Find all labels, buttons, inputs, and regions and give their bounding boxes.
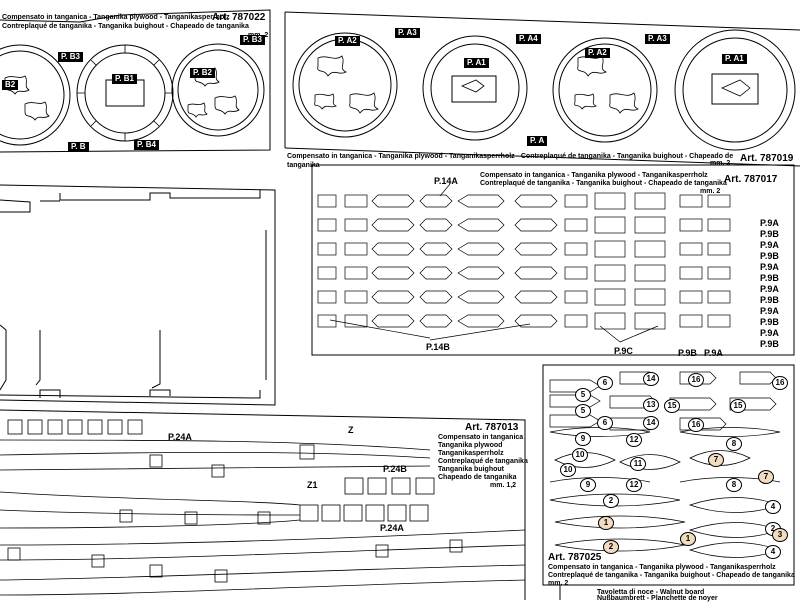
title-line: Chapeado de tanganika [438, 474, 517, 482]
part-number-marker: 14 [643, 416, 659, 430]
right-label: P.9B [760, 273, 779, 283]
art-787019: Art. 787019 [740, 153, 793, 164]
sheet-787022-title-1: Compensato in tanganica - Tanganika plyw… [2, 14, 230, 22]
right-label: P.9B [760, 295, 779, 305]
part-tag: P. A1 [722, 54, 747, 64]
part-number-marker: 2 [603, 540, 619, 554]
part-number-marker: 4 [765, 545, 781, 559]
part-number-marker: 3 [772, 528, 788, 542]
part-number-marker: 15 [664, 399, 680, 413]
part-tag: P. A1 [464, 58, 489, 68]
title-line: Tanganika plywood [438, 442, 502, 450]
label-z: Z [348, 425, 354, 435]
label-p24a-2: P.24A [380, 523, 404, 533]
label-p9a: P.9A [704, 348, 723, 358]
label-p14a: P.14A [434, 176, 458, 186]
sheet-787017-title-1: Compensato in tanganica - Tanganika plyw… [480, 172, 708, 180]
part-tag: B2 [2, 80, 18, 90]
part-tag: P. A2 [335, 36, 360, 46]
label-p14b: P.14B [426, 342, 450, 352]
part-number-marker: 14 [643, 372, 659, 386]
sheet-787017-outline [312, 165, 794, 355]
right-label: P.9B [760, 339, 779, 349]
part-number-marker: 5 [575, 388, 591, 402]
part-number-marker: 11 [630, 457, 646, 471]
right-label: P.9B [760, 317, 779, 327]
title-line: Tanganikasperrholz [438, 450, 504, 458]
part-number-marker: 15 [730, 399, 746, 413]
part-number-marker: 16 [772, 376, 788, 390]
right-label: P.9A [760, 218, 779, 228]
right-label: P.9B [760, 251, 779, 261]
part-number-marker: 9 [575, 432, 591, 446]
title-line: Tanganika buighout [438, 466, 504, 474]
part-number-marker: 13 [643, 398, 659, 412]
hull-frame-outline [0, 185, 275, 405]
part-tag: P. B2 [190, 68, 215, 78]
part-number-marker: 9 [580, 478, 596, 492]
part-number-marker: 5 [575, 404, 591, 418]
label-p24b: P.24B [383, 464, 407, 474]
sheet-787013-small-parts [8, 420, 462, 582]
part-number-marker: 6 [597, 376, 613, 390]
sheet-787017-thickness: mm. 2 [700, 188, 720, 196]
title-line: Contreplaqué de tanganika [438, 458, 528, 466]
right-label: P.9A [760, 262, 779, 272]
part-tag: P. B3 [240, 35, 265, 45]
sheet-787025-thickness: mm. 2 [548, 580, 568, 588]
part-tag: P. B [68, 142, 89, 152]
label-p9b: P.9B [678, 348, 697, 358]
part-tag: P. A [527, 136, 547, 146]
part-number-marker: 4 [765, 500, 781, 514]
part-tag: P. B1 [112, 74, 137, 84]
label-z1: Z1 [307, 480, 318, 490]
sheet-787022-title-2: Contreplaqué de tanganika - Tanganika bu… [2, 23, 249, 31]
part-number-marker: 10 [560, 463, 576, 477]
part-number-marker: 1 [680, 532, 696, 546]
part-number-marker: 16 [688, 418, 704, 432]
sheet-787017-leaders [330, 184, 658, 342]
label-p9c: P.9C [614, 346, 633, 356]
part-number-marker: 10 [572, 448, 588, 462]
part-tag: P. A3 [395, 28, 420, 38]
label-p24a: P.24A [168, 432, 192, 442]
sheet-787019-thickness: mm. 2 [710, 160, 730, 168]
right-label: P.9B [760, 229, 779, 239]
sheet-787017-parts [318, 193, 730, 329]
part-number-marker: 16 [688, 373, 704, 387]
walnut-line-2: Nußbaumbrett - Planchette de noyer [597, 595, 718, 603]
right-label: P.9A [760, 284, 779, 294]
sheet-787019-title: Compensato in tanganica - Tanganika plyw… [287, 152, 747, 170]
part-number-marker: 12 [626, 433, 642, 447]
part-number-marker: 8 [726, 478, 742, 492]
part-tag: P. A3 [645, 34, 670, 44]
part-tag: P. B3 [58, 52, 83, 62]
art-787017: Art. 787017 [724, 174, 777, 185]
part-number-marker: 7 [708, 453, 724, 467]
title-line: Compensato in tanganica [438, 434, 523, 442]
part-tag: P. A2 [585, 48, 610, 58]
part-number-marker: 7 [758, 470, 774, 484]
part-number-marker: 8 [726, 437, 742, 451]
sheet-787025-title-2: Contreplaqué de tanganika - Tanganika bu… [548, 572, 795, 580]
sheet-787013-thickness: mm. 1,2 [490, 482, 516, 490]
right-label: P.9A [760, 328, 779, 338]
part-number-marker: 2 [603, 494, 619, 508]
sheet-787017-title-2: Contreplaqué de tanganika - Tanganika bu… [480, 180, 727, 188]
right-label: P.9A [760, 306, 779, 316]
right-label: P.9A [760, 240, 779, 250]
part-number-marker: 12 [626, 478, 642, 492]
sheet-787025-title-1: Compensato in tanganica - Tanganika plyw… [548, 564, 776, 572]
part-tag: P. A4 [516, 34, 541, 44]
part-number-marker: 1 [598, 516, 614, 530]
part-number-marker: 6 [597, 416, 613, 430]
art-787025: Art. 787025 [548, 552, 601, 563]
art-787013: Art. 787013 [465, 422, 518, 433]
part-tag: P. B4 [134, 140, 159, 150]
